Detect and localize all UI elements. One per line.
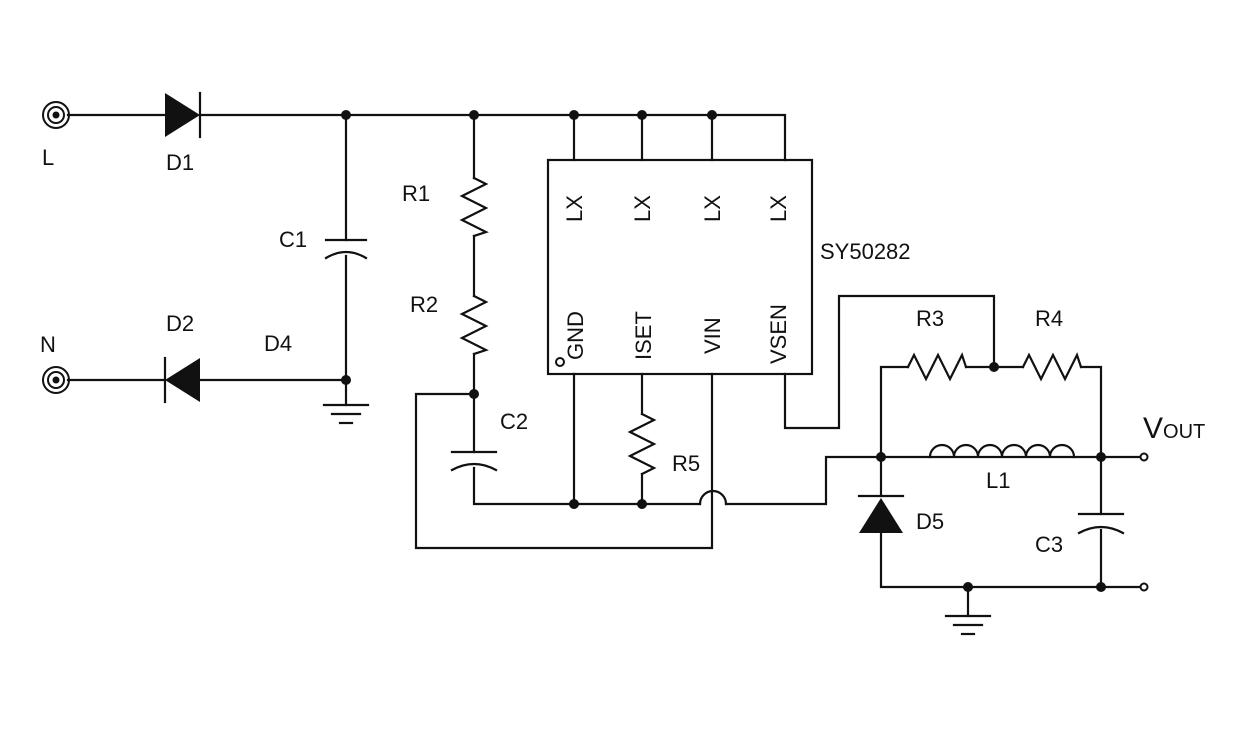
wire-c2-bottom	[472, 466, 702, 506]
terminal-label-n: N	[40, 332, 56, 357]
ic-pin-labels-bottom: GND ISET VIN VSEN	[563, 304, 791, 364]
diode-d1	[165, 91, 202, 139]
diode-d5	[857, 494, 905, 533]
label-r3: R3	[916, 306, 944, 331]
junction-dots	[341, 110, 1106, 592]
ic-body	[546, 158, 814, 376]
terminal-n	[42, 366, 70, 394]
terminal-l	[42, 101, 70, 129]
pin-label-lx-3: LX	[700, 195, 725, 222]
wire-r3-left	[879, 365, 910, 459]
label-d5: D5	[916, 509, 944, 534]
wire-top-rail	[198, 113, 787, 162]
pin-label-lx-2: LX	[630, 195, 655, 222]
pin-label-vin: VIN	[700, 317, 725, 354]
capacitor-c3	[1077, 512, 1125, 535]
label-c3: C3	[1035, 532, 1063, 557]
junction-dot	[1096, 582, 1106, 592]
ic-pin-labels-top: LX LX LX LX	[562, 195, 791, 222]
junction-dot	[637, 110, 647, 120]
capacitor-c1	[324, 238, 368, 260]
pin-label-gnd: GND	[563, 311, 588, 360]
wire-crossover-hop	[698, 489, 728, 506]
resistor-r5	[627, 412, 657, 476]
junction-dot	[341, 375, 351, 385]
junction-dot	[989, 362, 999, 372]
ground-symbol-left	[322, 403, 370, 425]
vout-terminal	[1139, 452, 1149, 462]
junction-dot	[963, 582, 973, 592]
wire-r4-right	[1079, 365, 1103, 459]
label-r1: R1	[402, 181, 430, 206]
ic-part-number: SY50282	[820, 239, 911, 264]
diode-d2	[163, 356, 200, 404]
label-c2: C2	[500, 409, 528, 434]
label-d4: D4	[264, 331, 292, 356]
label-r4: R4	[1035, 306, 1063, 331]
resistor-r4	[1021, 352, 1083, 382]
wire-vin-loop	[414, 372, 714, 550]
capacitor-c2	[450, 450, 498, 472]
wire-bottom-rail	[879, 531, 1142, 589]
junction-dot	[569, 110, 579, 120]
junction-dot	[569, 499, 579, 509]
ground-terminal	[1139, 582, 1149, 592]
junction-dot	[341, 110, 351, 120]
pin-label-lx-1: LX	[562, 195, 587, 222]
label-c1: C1	[279, 227, 307, 252]
inductor-l1	[928, 443, 1076, 459]
junction-dot	[637, 499, 647, 509]
junction-dot	[1096, 452, 1106, 462]
vout-label: VOUT	[1143, 412, 1205, 445]
pin-label-lx-4: LX	[766, 195, 791, 222]
pin1-marker	[555, 357, 565, 367]
label-l1: L1	[986, 468, 1010, 493]
wire-crossover-continue	[724, 455, 1103, 506]
label-d1: D1	[166, 150, 194, 175]
resistor-r2	[459, 294, 489, 356]
junction-dot	[876, 452, 886, 462]
wires	[66, 113, 1142, 618]
pin-label-iset: ISET	[631, 311, 656, 360]
junction-dot	[469, 110, 479, 120]
resistor-r3	[906, 352, 968, 382]
wire-vsen-feedback	[783, 294, 996, 430]
pin-label-vsen: VSEN	[766, 304, 791, 364]
label-r5: R5	[672, 451, 700, 476]
label-d2: D2	[166, 311, 194, 336]
junction-dot	[469, 389, 479, 399]
junction-dot	[707, 110, 717, 120]
ground-symbol-right	[944, 614, 992, 636]
label-r2: R2	[410, 292, 438, 317]
resistor-r1	[459, 176, 489, 238]
terminal-label-l: L	[42, 145, 54, 170]
